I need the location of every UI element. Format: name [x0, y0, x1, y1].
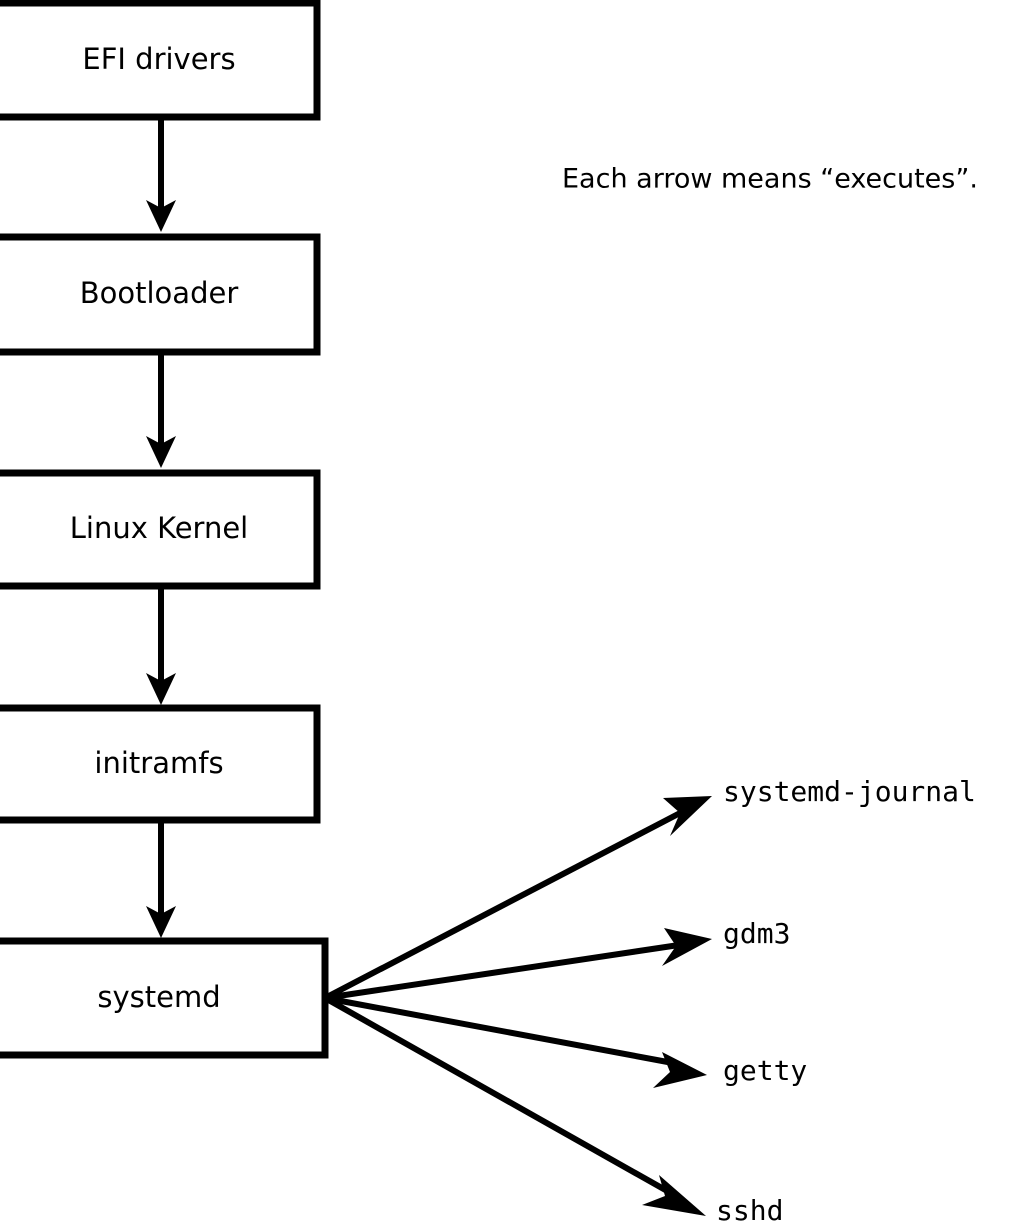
- arrow-shaft: [323, 995, 671, 1195]
- stage-box-label: EFI drivers: [82, 42, 235, 76]
- arrow-systemd-to-gdm3: [324, 928, 712, 1001]
- service-label-getty: getty: [723, 1054, 807, 1087]
- arrow-linux-kernel-to-initramfs: [146, 588, 176, 705]
- stage-box-outline: [0, 469, 321, 590]
- stage-box-outline: [0, 233, 321, 356]
- service-label-sshd: sshd: [716, 1194, 783, 1227]
- stage-box-outline: [0, 937, 329, 1059]
- arrow-systemd-to-sshd: [323, 995, 706, 1216]
- stage-box-bootloader[interactable]: Bootloader: [0, 233, 321, 356]
- stage-box-label: Linux Kernel: [70, 511, 248, 545]
- arrow-bootloader-to-linux-kernel: [146, 355, 176, 468]
- stage-box-linux-kernel[interactable]: Linux Kernel: [0, 469, 321, 590]
- service-label-systemd-journal: systemd-journal: [723, 775, 976, 808]
- arrow-head-icon: [146, 200, 176, 232]
- stage-box-systemd[interactable]: systemd: [0, 937, 329, 1059]
- arrow-head-icon: [146, 673, 176, 705]
- arrow-head-icon: [146, 436, 176, 468]
- stage-box-label: systemd: [97, 980, 220, 1014]
- arrow-initramfs-to-systemd: [146, 822, 176, 938]
- systemd-service-arrows: [323, 796, 712, 1216]
- stage-box-efi-drivers[interactable]: EFI drivers: [0, 0, 321, 121]
- legend-note: Each arrow means “executes”.: [562, 164, 978, 195]
- service-labels: systemd-journal gdm3 getty sshd: [716, 775, 976, 1227]
- arrow-systemd-to-systemd-journal: [323, 796, 712, 1001]
- stage-box-initramfs[interactable]: initramfs: [0, 704, 321, 824]
- arrow-head-icon: [662, 928, 712, 966]
- boot-chain-boxes: EFI drivers Bootloader Linux Kernel init…: [0, 0, 329, 1059]
- arrow-head-icon: [146, 906, 176, 938]
- stage-box-outline: [0, 0, 321, 121]
- arrow-head-icon: [642, 1175, 706, 1216]
- service-label-gdm3: gdm3: [723, 917, 790, 950]
- arrow-shaft: [323, 809, 684, 1001]
- arrow-efi-drivers-to-bootloader: [146, 118, 176, 232]
- boot-chain-arrows: [146, 118, 176, 938]
- arrow-shaft: [324, 995, 674, 1066]
- stage-box-outline: [0, 704, 321, 824]
- arrow-head-icon: [663, 796, 712, 836]
- arrow-head-icon: [653, 1052, 707, 1088]
- stage-box-label: initramfs: [94, 746, 223, 780]
- arrow-systemd-to-getty: [324, 995, 707, 1088]
- stage-box-label: Bootloader: [80, 276, 239, 310]
- arrow-shaft: [324, 942, 680, 1001]
